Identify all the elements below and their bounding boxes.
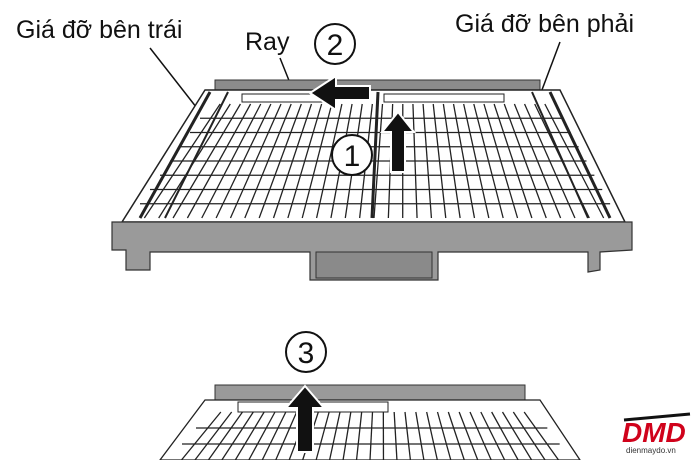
svg-text:DMD: DMD	[622, 417, 686, 448]
dmd-logo: DMD	[622, 412, 691, 448]
right-rack-inner	[531, 91, 589, 219]
grid-wire	[207, 411, 244, 460]
bottom-grid	[180, 411, 560, 460]
grid-wire	[491, 411, 519, 460]
grid-wire	[523, 411, 560, 460]
grid-wire	[248, 411, 276, 460]
grid-wire	[275, 411, 298, 460]
tray-grid	[140, 103, 611, 219]
top-tray	[111, 79, 633, 281]
grid-wire	[194, 411, 233, 460]
front-handle	[315, 251, 433, 279]
grid-wire	[393, 411, 398, 460]
center-divider	[370, 91, 380, 219]
right-holder	[383, 93, 505, 103]
grid-wire	[426, 411, 438, 460]
rail-label: Ray	[245, 28, 290, 56]
logo-site-text: dienmaydo.vn	[626, 446, 676, 455]
arrow-up-step3	[283, 384, 327, 453]
grid-wire	[234, 411, 265, 460]
grid-wire	[458, 411, 479, 460]
step-2-marker: 2	[314, 23, 356, 65]
grid-wire	[180, 411, 222, 460]
arrow-left-step2	[308, 74, 371, 112]
grid-wire	[315, 411, 330, 460]
svg-text:3: 3	[298, 337, 315, 370]
grid-wire	[480, 411, 506, 460]
svg-text:2: 2	[327, 29, 344, 62]
grid-wire	[469, 411, 492, 460]
grid-wire	[436, 411, 452, 460]
step-1-marker: 1	[331, 134, 373, 176]
grid-wire	[328, 411, 341, 460]
right-rack-label: Giá đỡ bên phải	[455, 10, 635, 38]
bottom-tray	[159, 384, 581, 460]
grid-wire	[404, 411, 412, 460]
grid-wire	[369, 411, 374, 460]
left-rack-inner	[164, 91, 229, 219]
grid-wire	[501, 411, 533, 460]
front-frame	[111, 221, 633, 281]
grid-wire	[342, 411, 352, 460]
grid-wire	[221, 411, 254, 460]
right-rack	[548, 91, 612, 219]
left-rack-label: Giá đỡ bên trái	[16, 16, 183, 44]
left-rack	[138, 91, 212, 219]
arrow-up-step1	[379, 110, 417, 173]
grid-wire	[447, 411, 465, 460]
grid-wire	[261, 411, 287, 460]
svg-text:1: 1	[344, 140, 361, 173]
grid-wire	[415, 411, 425, 460]
grid-wire	[355, 411, 363, 460]
bottom-floor	[159, 399, 581, 460]
grid-wire	[512, 411, 546, 460]
step-3-marker: 3	[285, 331, 327, 373]
